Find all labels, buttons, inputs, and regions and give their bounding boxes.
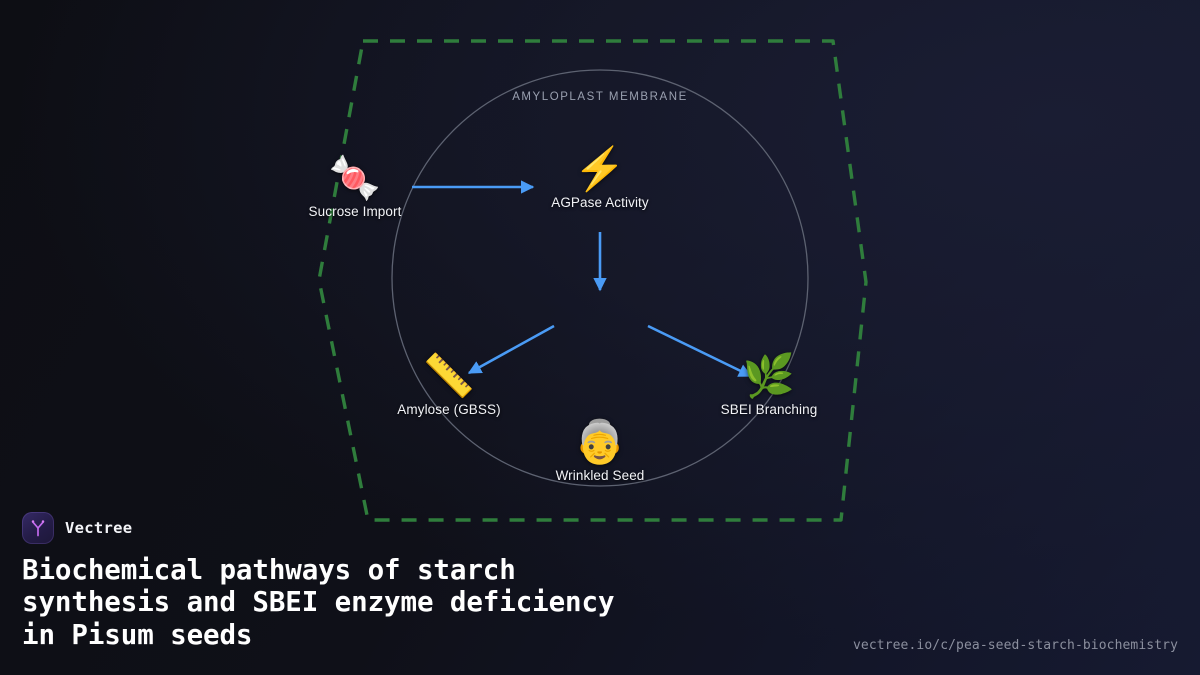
edge-layer xyxy=(412,180,753,378)
node-label-sbei-branching: SBEI Branching xyxy=(720,402,818,417)
ruler-icon: 📏 xyxy=(422,352,476,399)
node-label-agpase-activity: AGPase Activity xyxy=(551,195,649,210)
site-url: vectree.io/c/pea-seed-starch-biochemistr… xyxy=(853,638,1178,653)
amyloplast-membrane-circle xyxy=(391,69,809,487)
herb-leaf-icon: 🌿 xyxy=(742,352,796,399)
older-woman-icon: 👵 xyxy=(573,418,627,465)
amyloplast-boundary xyxy=(317,39,868,522)
node-wrinkled-seed[interactable]: 👵 Wrinkled Seed xyxy=(510,418,690,484)
brand-name: Vectree xyxy=(65,519,133,537)
node-label-sucrose-import: Sucrose Import xyxy=(308,204,402,219)
node-agpase-activity[interactable]: ⚡ AGPase Activity xyxy=(510,145,690,211)
node-sbei-branching[interactable]: 🌿 SBEI Branching xyxy=(679,352,859,418)
node-label-amylose-gbss: Amylose (GBSS) xyxy=(397,402,501,417)
edge-center-to-sbei xyxy=(647,324,753,378)
node-amylose-gbss[interactable]: 📏 Amylose (GBSS) xyxy=(359,352,539,418)
node-label-wrinkled-seed: Wrinkled Seed xyxy=(555,468,645,483)
vectree-tree-mark-icon xyxy=(22,512,54,544)
amyloplast-membrane-label: AMYLOPLAST MEMBRANE xyxy=(512,91,688,103)
page-title: Biochemical pathways of starch synthesis… xyxy=(22,553,615,651)
edge-center-to-amylose xyxy=(467,324,555,375)
lightning-bolt-icon: ⚡ xyxy=(573,145,627,192)
candy-icon: 🍬 xyxy=(328,154,382,201)
brand-row[interactable]: Vectree xyxy=(22,512,132,544)
node-sucrose-import[interactable]: 🍬 Sucrose Import xyxy=(265,154,445,220)
